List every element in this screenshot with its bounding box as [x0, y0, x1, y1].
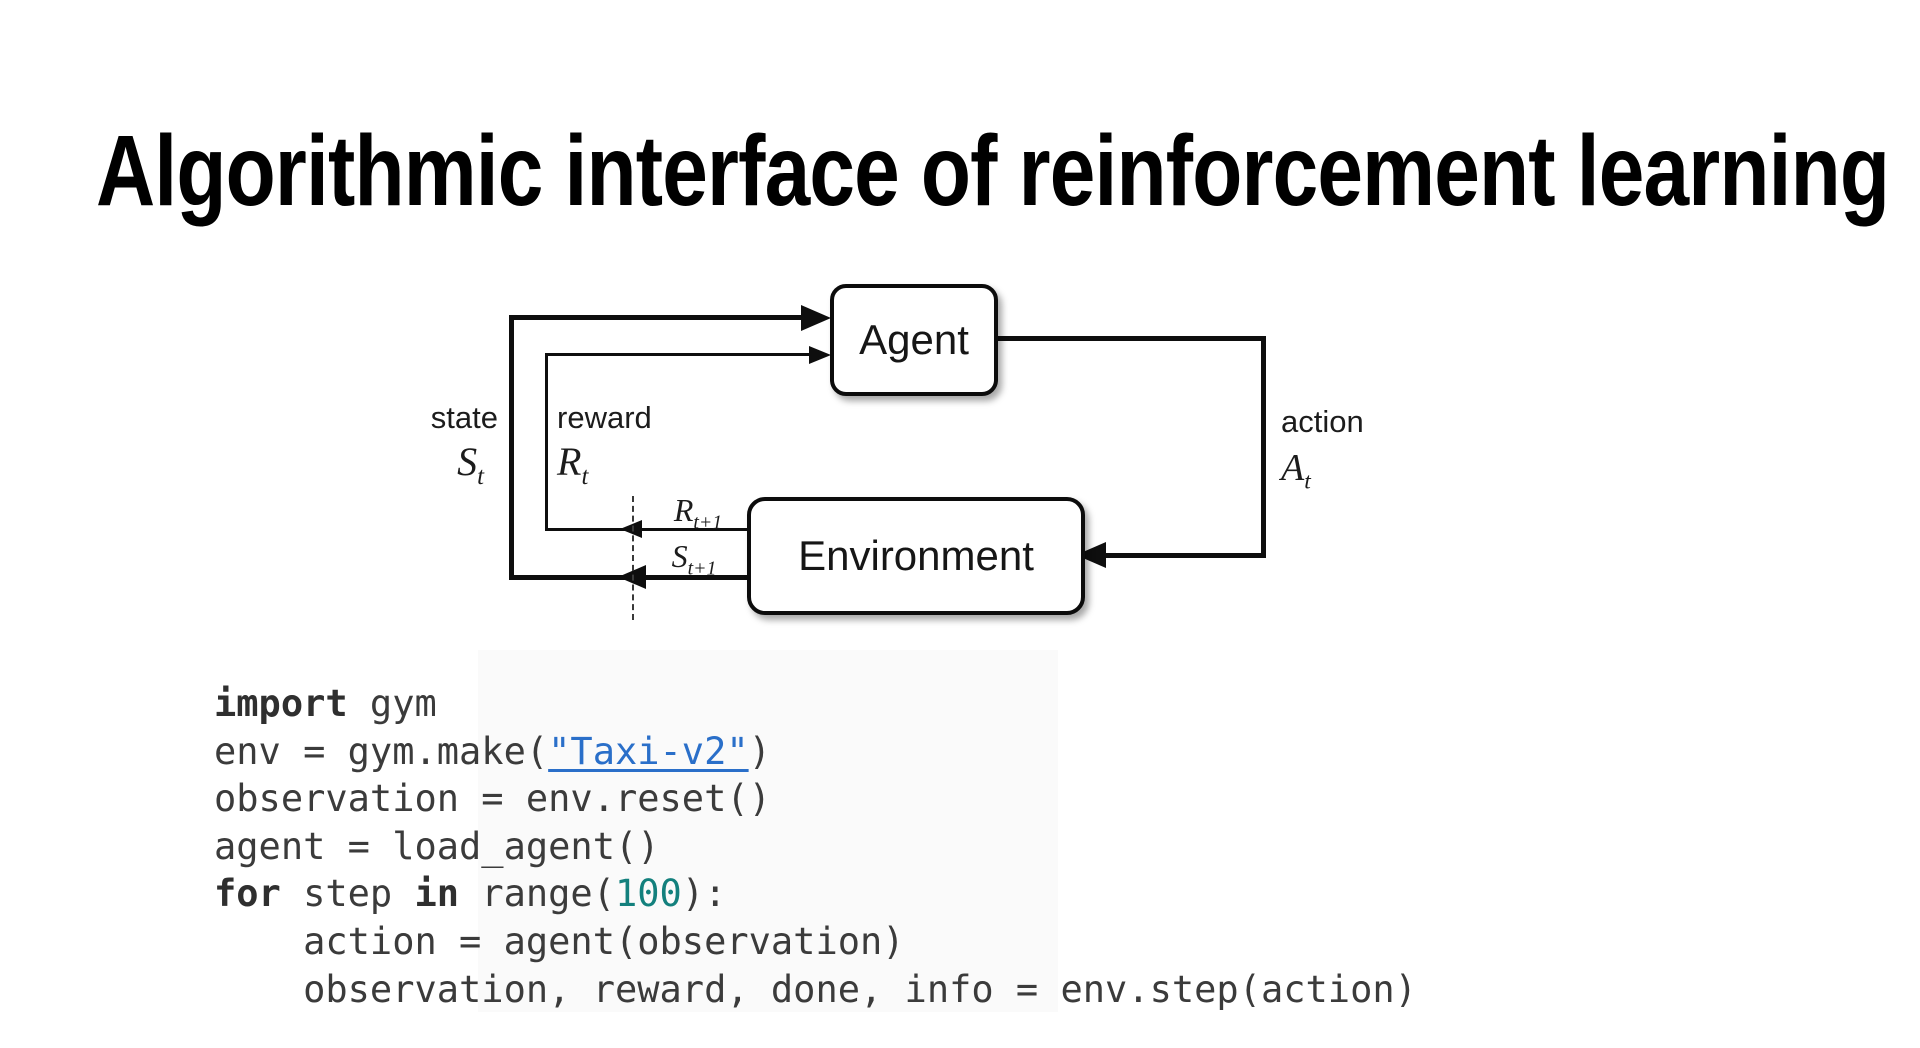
code-text: range( [459, 872, 615, 916]
code-block: import gym env = gym.make("Taxi-v2") obs… [214, 680, 1417, 1013]
code-text: gym [347, 682, 437, 725]
reward-label: reward [557, 400, 652, 435]
action-line-horizontal [990, 336, 1266, 341]
code-text: ) [748, 729, 771, 773]
code-text: ): [681, 872, 727, 916]
code-text: observation, reward, done, info = env.st… [214, 967, 1417, 1011]
next-reward-symbol-base: R [673, 492, 694, 528]
action-line-vertical [1261, 336, 1266, 558]
action-symbol-sub: t [1304, 468, 1311, 495]
reward-symbol: Rt [557, 438, 588, 489]
code-line: observation, reward, done, info = env.st… [214, 966, 1417, 1014]
code-keyword: for [214, 872, 281, 916]
action-symbol: At [1281, 446, 1311, 493]
code-line: action = agent(observation) [214, 918, 1417, 966]
next-reward-symbol-sub: t+1 [693, 511, 723, 534]
code-line: observation = env.reset() [214, 775, 1417, 823]
state-symbol-base: S [457, 439, 478, 484]
code-line: agent = load_agent() [214, 823, 1417, 871]
reward-line-vertical [545, 353, 548, 531]
state-line-vertical [509, 315, 514, 580]
next-reward-symbol: Rt+1 [650, 492, 746, 532]
code-keyword: import [214, 682, 348, 725]
next-state-symbol-base: S [671, 538, 688, 574]
state-label: state [430, 400, 498, 435]
code-text: env = gym.make( [214, 729, 549, 773]
code-text: step [280, 872, 415, 916]
reward-symbol-sub: t [581, 463, 589, 490]
code-keyword: in [414, 872, 460, 916]
reward-line-horizontal [545, 353, 811, 356]
arrowhead-right-icon [801, 305, 831, 331]
code-line: import gym [214, 680, 1417, 728]
action-line-bottom [1104, 553, 1266, 558]
state-line-horizontal [509, 315, 807, 320]
slide-title: Algorithmic interface of reinforcement l… [96, 115, 1890, 227]
agent-box-label: Agent [859, 316, 969, 363]
next-state-symbol-sub: t+1 [687, 557, 717, 580]
environment-box: Environment [747, 497, 1085, 615]
code-line: for step in range(100): [214, 870, 1417, 918]
state-symbol: St [380, 438, 484, 489]
timestep-boundary-dashed-line [632, 496, 634, 620]
action-symbol-base: A [1281, 447, 1305, 489]
code-number: 100 [614, 872, 682, 916]
state-symbol-sub: t [477, 463, 484, 490]
agent-box: Agent [830, 284, 998, 396]
next-reward-line-horizontal [545, 528, 747, 531]
arrowhead-left-icon [620, 520, 642, 538]
arrowhead-right-icon [809, 346, 831, 364]
code-text: action = agent(observation) [214, 919, 905, 963]
next-state-symbol: St+1 [646, 538, 742, 578]
code-text: agent = load_agent() [214, 824, 660, 868]
action-label: action [1281, 404, 1364, 439]
reward-symbol-base: R [557, 439, 582, 484]
code-text: observation = env.reset() [214, 777, 771, 821]
environment-box-label: Environment [798, 532, 1034, 579]
code-line: env = gym.make("Taxi-v2") [214, 728, 1417, 776]
pasted-image-background-artifact [478, 650, 1058, 1012]
taxi-v2-link[interactable]: "Taxi-v2" [548, 729, 749, 773]
